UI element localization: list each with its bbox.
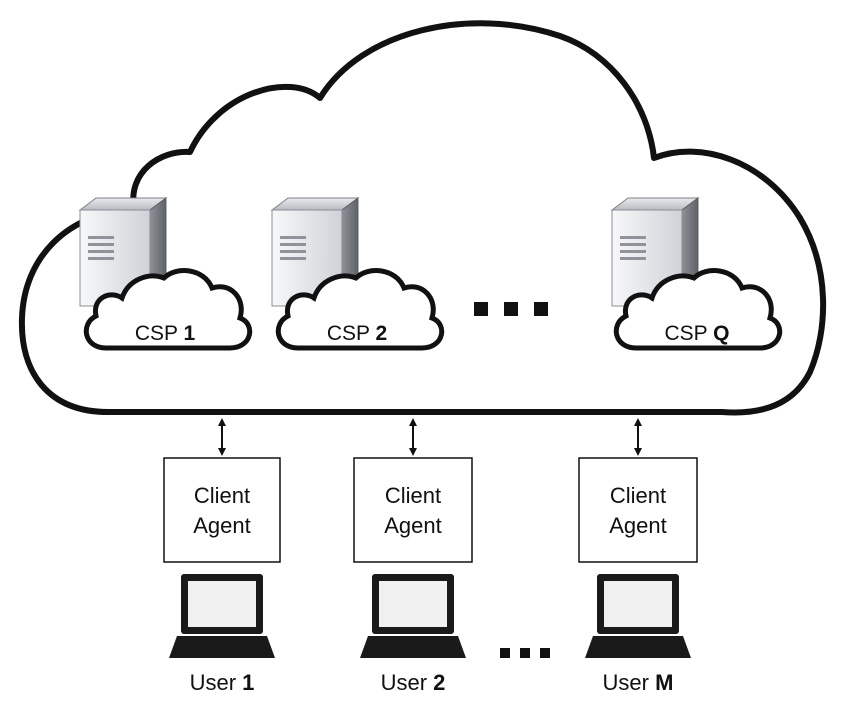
agent-label-line1: Client: [610, 483, 666, 508]
agent-label-line1: Client: [194, 483, 250, 508]
agent-label-line2: Agent: [193, 513, 251, 538]
csp-node-q: CSP Q: [611, 197, 780, 348]
csp-label-2: CSP 2: [327, 322, 387, 345]
laptop-icon-user-m: [585, 574, 691, 658]
agent-label-line2: Agent: [609, 513, 667, 538]
client-agent-3: Client Agent: [578, 457, 698, 563]
user-label-2: User 2: [381, 670, 446, 695]
laptop-icon-user-1: [169, 574, 275, 658]
user-label-1: User 1: [190, 670, 255, 695]
agent-label-line1: Client: [385, 483, 441, 508]
laptop-icon-user-2: [360, 574, 466, 658]
user-ellipsis: [500, 648, 550, 658]
csp-node-1: CSP 1: [79, 197, 250, 348]
client-agent-1: Client Agent: [163, 457, 281, 563]
client-agent-2: Client Agent: [353, 457, 473, 563]
agent-label-line2: Agent: [384, 513, 442, 538]
csp-label-q: CSP Q: [665, 322, 730, 345]
user-label-m: User M: [603, 670, 674, 695]
csp-ellipsis: [474, 302, 548, 316]
csp-node-2: CSP 2: [271, 197, 442, 348]
csp-label-1: CSP 1: [135, 322, 196, 345]
